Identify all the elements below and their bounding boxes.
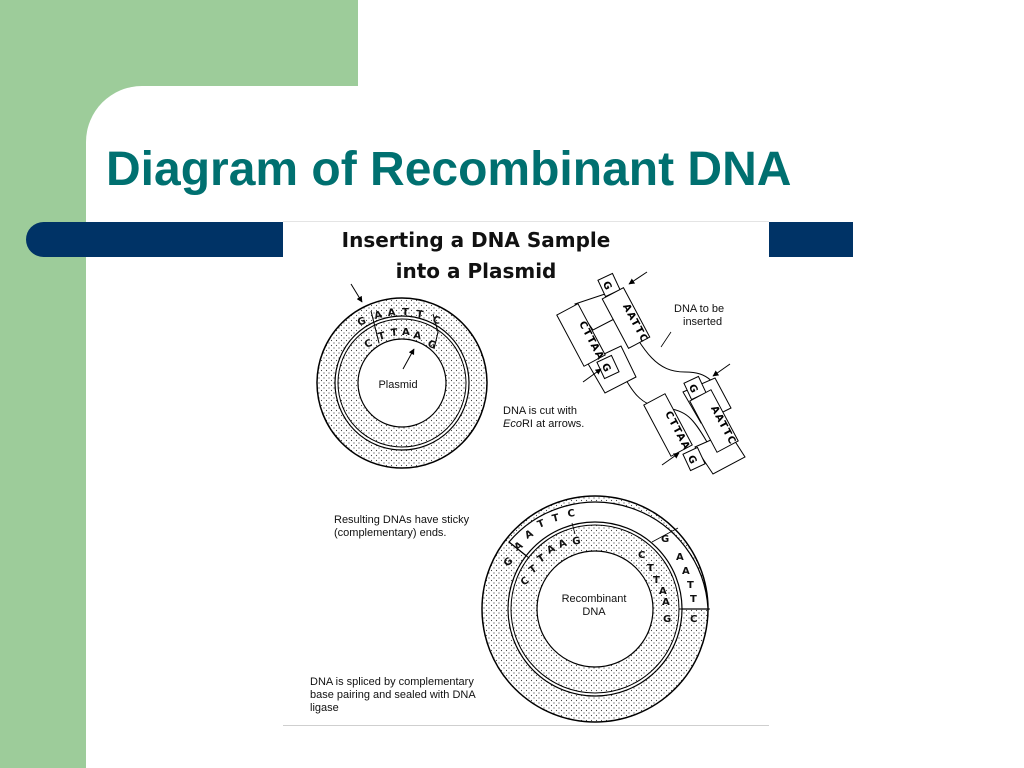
plasmid-center bbox=[357, 338, 447, 428]
insert-cut-arrow-4 bbox=[661, 452, 680, 466]
plasmid-inner-base-6: G bbox=[426, 339, 438, 352]
plasmid-outer-base-1: G bbox=[356, 316, 368, 329]
sticky-ends-label-line1: Resulting DNAs have sticky bbox=[334, 514, 470, 526]
accent-bar-left bbox=[26, 222, 288, 257]
insert-dna-diagram: G AATTC CTTAA G G AATTC CTTAA G DNA to b… bbox=[503, 271, 746, 475]
recombinant-plasmid-diagram: Recombinant DNA G A A T T C C T T A A G bbox=[481, 495, 710, 723]
recombinant-right-inner-1: C bbox=[638, 550, 645, 561]
splice-label-line2: base pairing and sealed with DNA bbox=[310, 689, 476, 701]
recombinant-right-inner-4: A bbox=[659, 586, 667, 597]
accent-bar-right bbox=[768, 222, 853, 257]
recombinant-label-line1: Recombinant bbox=[562, 593, 627, 605]
recombinant-right-outer-4: T bbox=[687, 580, 694, 591]
recombinant-left-inner-3: T bbox=[536, 553, 548, 566]
figure-heading-line2: into a Plasmid bbox=[396, 259, 557, 283]
insert-label-line1: DNA to be bbox=[674, 303, 724, 315]
cut-label-line2: EcoRI at arrows. bbox=[503, 418, 584, 430]
recombinant-right-outer-5: T bbox=[690, 594, 697, 605]
insert-label-leader bbox=[660, 331, 672, 348]
cut-label-enzyme-italic: Eco bbox=[503, 418, 522, 430]
plasmid-outer-base-2: A bbox=[373, 310, 383, 322]
recombinant-right-outer-3: A bbox=[682, 566, 690, 577]
plasmid-inner-base-5: A bbox=[412, 330, 422, 342]
plasmid-outer-base-3: A bbox=[387, 307, 396, 319]
recombinant-right-inner-2: T bbox=[647, 563, 654, 574]
plasmid-cut-arrow-inner bbox=[402, 348, 415, 370]
plasmid-label: Plasmid bbox=[378, 379, 417, 391]
cut-label-line1: DNA is cut with bbox=[503, 405, 577, 417]
recombinant-right-inner-5: A bbox=[662, 597, 670, 608]
recombinant-left-inner-6: G bbox=[571, 535, 581, 547]
plasmid-outer-base-5: T bbox=[416, 309, 424, 321]
insert-cut-arrow-2 bbox=[582, 368, 602, 383]
splice-label-line1: DNA is spliced by complementary bbox=[310, 676, 474, 688]
plasmid-diagram: Plasmid G A A T T C C T T A A G bbox=[316, 283, 488, 469]
recombinant-left-outer-4: T bbox=[536, 518, 547, 531]
splice-label-line3: ligase bbox=[310, 702, 339, 714]
recombinant-right-outer-2: A bbox=[676, 552, 684, 563]
cut-label-enzyme-rest: RI at arrows. bbox=[522, 418, 584, 430]
plasmid-inner-base-3: T bbox=[390, 327, 398, 339]
plasmid-outer-base-4: T bbox=[402, 307, 409, 318]
plasmid-inner-base-2: T bbox=[377, 331, 386, 343]
plasmid-inner-base-1: C bbox=[363, 338, 374, 351]
recombinant-dna-figure: Inserting a DNA Sample into a Plasmid Pl… bbox=[283, 221, 769, 726]
insert-cut-arrow-3 bbox=[712, 363, 731, 377]
sticky-ends-label-line2: (complementary) ends. bbox=[334, 527, 447, 539]
plasmid-outer-base-6: C bbox=[431, 314, 441, 327]
recombinant-right-inner-6: G bbox=[663, 614, 671, 625]
plasmid-cut-arrow-top bbox=[350, 283, 363, 303]
figure-svg: Inserting a DNA Sample into a Plasmid Pl… bbox=[310, 228, 746, 723]
recombinant-left-outer-6: C bbox=[567, 508, 576, 520]
recombinant-center bbox=[536, 550, 654, 668]
recombinant-label-line2: DNA bbox=[582, 606, 606, 618]
slide-title: Diagram of Recombinant DNA bbox=[106, 143, 792, 196]
recombinant-left-inner-5: A bbox=[557, 538, 569, 551]
figure-heading-line1: Inserting a DNA Sample bbox=[342, 228, 611, 252]
plasmid-inner-base-4: A bbox=[402, 327, 410, 338]
recombinant-right-outer-1: G bbox=[661, 534, 669, 545]
recombinant-right-inner-3: T bbox=[653, 575, 660, 586]
recombinant-left-outer-5: T bbox=[551, 513, 560, 525]
insert-label-line2: inserted bbox=[683, 316, 722, 328]
insert-cut-arrow-1 bbox=[628, 271, 648, 285]
recombinant-right-outer-6: C bbox=[690, 614, 697, 625]
